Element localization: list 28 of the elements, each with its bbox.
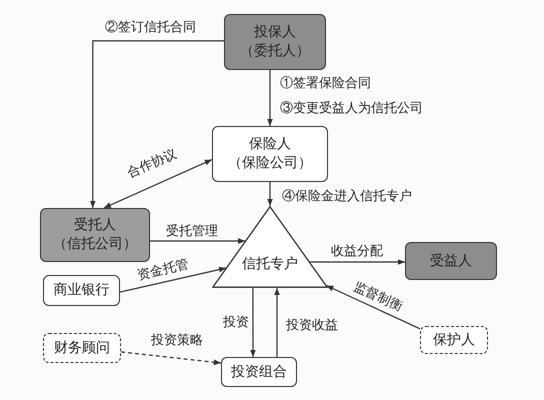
arrow xyxy=(267,182,273,206)
arrow xyxy=(150,238,246,244)
arrow xyxy=(267,70,273,126)
arrow xyxy=(326,284,420,330)
arrow xyxy=(274,288,280,357)
edge-label: 投资收益 xyxy=(285,318,339,333)
arrow xyxy=(120,266,226,293)
arrow xyxy=(120,351,222,366)
arrow xyxy=(90,40,224,208)
party-box: 商业银行 xyxy=(43,275,120,306)
party-box: 受托人（信托公司） xyxy=(40,208,150,262)
party-box: 受益人 xyxy=(405,242,497,280)
dashed-box: 保护人 xyxy=(420,326,488,354)
edge-label: ②签订信托合同 xyxy=(104,20,197,35)
step-note: ③变更受益人为信托公司 xyxy=(279,101,424,116)
party-box: 投保人（委托人） xyxy=(224,14,326,70)
party-box: 保险人（保险公司） xyxy=(212,126,328,182)
party-box: 投资组合 xyxy=(221,357,297,387)
edge-label: 投资 xyxy=(222,315,250,330)
edge-label: ①签署保险合同 xyxy=(279,76,372,91)
arrow xyxy=(310,259,405,265)
arrow xyxy=(250,288,256,357)
edge-label: ④保险金进入信托专户 xyxy=(281,189,413,204)
arrow xyxy=(104,159,212,209)
dashed-box: 财务顾问 xyxy=(43,333,121,363)
edge-label: 受托管理 xyxy=(165,224,219,239)
edge-label: 投资策略 xyxy=(150,333,204,348)
edge-label: 收益分配 xyxy=(330,244,384,259)
